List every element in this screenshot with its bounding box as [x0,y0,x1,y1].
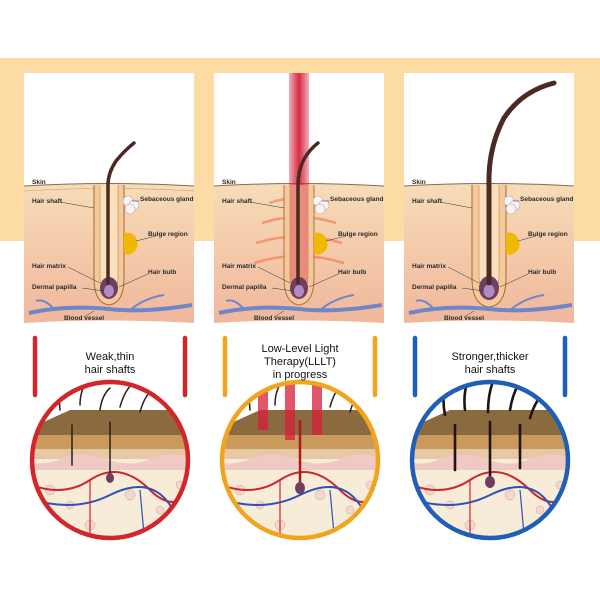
label-bulge-region: Bulge region [528,231,568,238]
follicle-diagram-strong [404,80,574,323]
label-bulge-region: Bulge region [338,231,378,238]
label-hair-matrix: Hair matrix [412,263,446,270]
caption-weak-line-1: Weak,thin [85,351,135,363]
caption-strong-line-1: Stronger,thicker [451,351,529,363]
caption-weak-line-2: hair shafts [84,364,136,376]
skin-cross-section-weak [32,382,188,538]
label-sebaceous-gland: Sebaceous gland [330,196,384,203]
label-dermal-papilla: Dermal papilla [32,284,77,291]
label-hair-bulb: Hair bulb [528,269,557,276]
follicle-diagram-lllt [214,73,384,323]
label-skin: Skin [412,179,426,186]
label-dermal-papilla: Dermal papilla [412,284,457,291]
caption-lllt: Low-Level Light Therapy(LLLT) in progres… [235,343,365,382]
label-skin: Skin [32,179,46,186]
label-blood-vessel: Blood vessel [254,315,295,322]
label-hair-shaft: Hair shaft [412,198,442,205]
label-dermal-papilla: Dermal papilla [222,284,267,291]
caption-strong-line-2: hair shafts [464,364,516,376]
skin-cross-section-strong [412,382,568,538]
label-sebaceous-gland: Sebaceous gland [520,196,574,203]
label-bulge-region: Bulge region [148,231,188,238]
label-blood-vessel: Blood vessel [444,315,485,322]
caption-lllt-line-1: Low-Level Light [261,343,339,355]
panel-lllt-follicle: Skin Hair shaft Sebaceous gland Bulge re… [214,73,384,338]
panel-strong-follicle: Skin Hair shaft Sebaceous gland Bulge re… [404,73,574,338]
label-skin: Skin [222,179,236,186]
panel-weak-follicle: Skin Hair shaft Sebaceous gland Bulge re… [24,73,194,338]
label-hair-shaft: Hair shaft [222,198,252,205]
caption-strong: Stronger,thicker hair shafts [425,351,555,377]
label-blood-vessel: Blood vessel [64,315,105,322]
skin-cross-section-lllt [222,382,378,538]
label-hair-shaft: Hair shaft [32,198,62,205]
label-hair-matrix: Hair matrix [32,263,66,270]
label-hair-bulb: Hair bulb [338,269,367,276]
label-sebaceous-gland: Sebaceous gland [140,196,194,203]
label-hair-bulb: Hair bulb [148,269,177,276]
caption-lllt-line-3: in progress [272,369,328,381]
caption-weak: Weak,thin hair shafts [45,351,175,377]
caption-lllt-line-2: Therapy(LLLT) [264,356,336,368]
label-hair-matrix: Hair matrix [222,263,256,270]
follicle-diagram-weak [24,141,194,323]
